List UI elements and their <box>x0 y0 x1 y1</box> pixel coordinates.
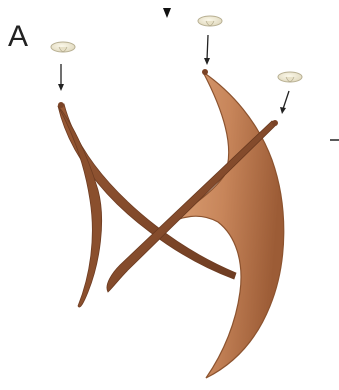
pivot-pin <box>272 120 278 126</box>
lower-arm <box>58 106 102 307</box>
copper-sail <box>166 72 284 378</box>
cap-icon <box>198 16 222 26</box>
cap-icon <box>278 72 302 82</box>
panel-label: A <box>8 22 28 52</box>
arrow-down-icon <box>280 91 289 114</box>
pointer-triangle-icon <box>163 8 171 18</box>
pivot-pin <box>202 69 208 75</box>
arrow-down-icon <box>58 64 64 91</box>
cap-icon <box>51 42 75 52</box>
pivot-pin <box>58 102 64 108</box>
arrow-down-icon <box>204 35 210 65</box>
